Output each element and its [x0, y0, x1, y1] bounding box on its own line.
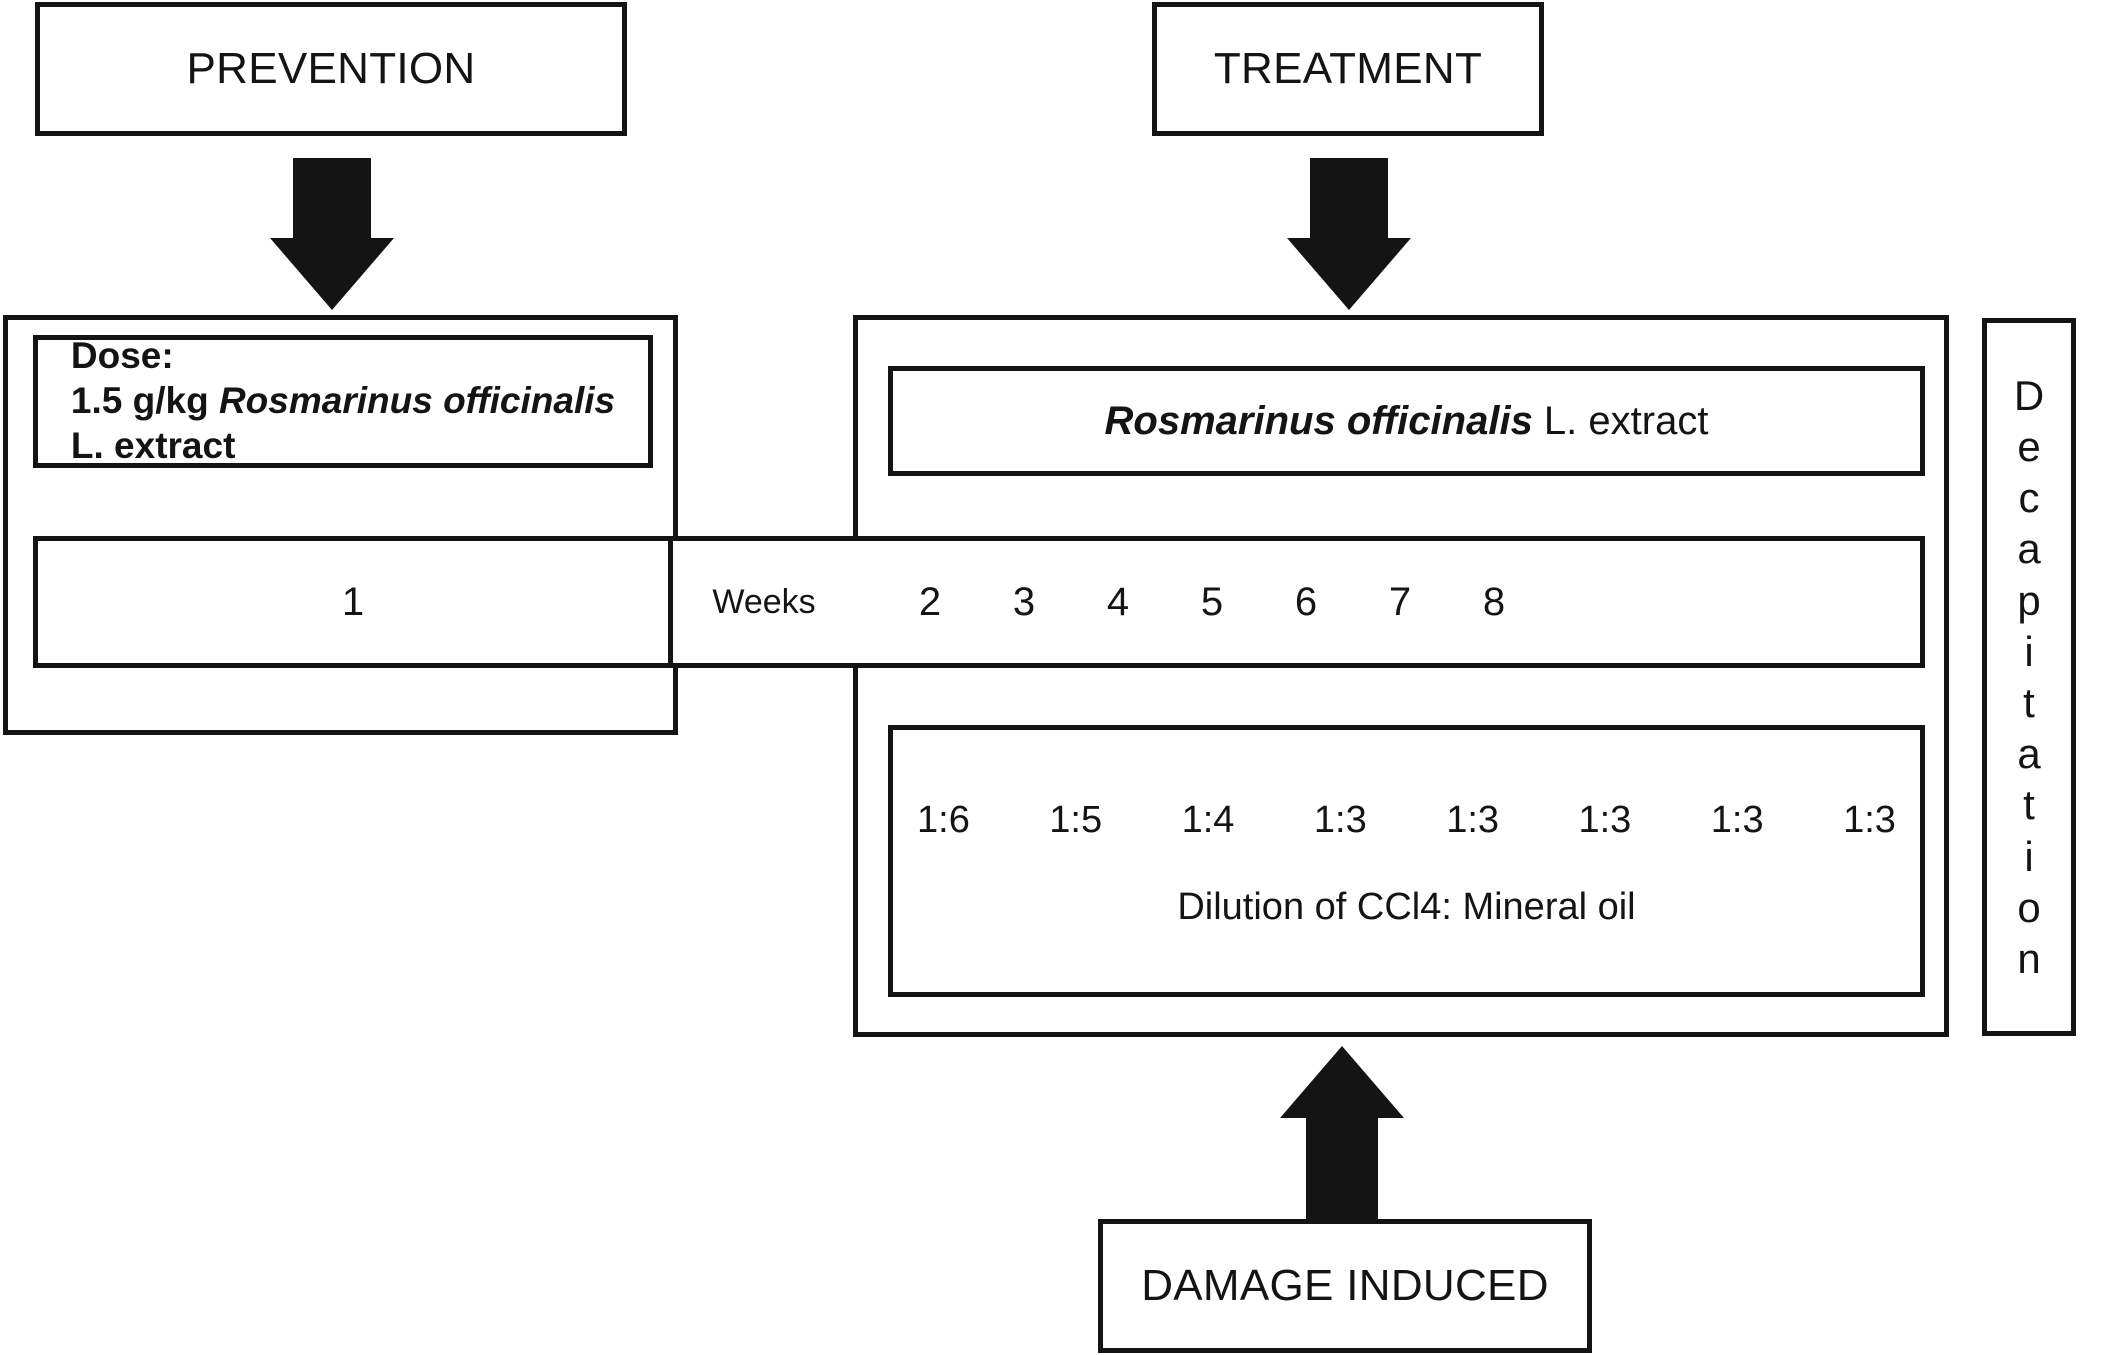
extract-text: Rosmarinus officinalis L. extract — [1105, 399, 1709, 444]
arrow-head — [270, 238, 394, 310]
week-label: 6 — [1294, 579, 1318, 624]
dilution-value: 1:3 — [1313, 799, 1367, 841]
damage-induced-box: DAMAGE INDUCED — [1098, 1219, 1592, 1353]
dilution-value: 1:3 — [1446, 799, 1500, 841]
extract-box: Rosmarinus officinalis L. extract — [888, 366, 1925, 476]
decapitation-letter-a: a — [2017, 525, 2041, 573]
week-label-1: 1 — [341, 579, 365, 624]
dose-suffix: L. extract — [70, 424, 236, 466]
treatment-header-box: TREATMENT — [1152, 2, 1544, 136]
dilution-caption: Dilution of CCl4: Mineral oil — [1177, 886, 1636, 928]
decapitation-box: D e c a p i t a t i o n — [1982, 318, 2076, 1036]
dose-amount: 1.5 g/kg — [70, 380, 219, 422]
extract-species: Rosmarinus officinalis — [1104, 398, 1533, 443]
week-1-box: 1 — [33, 536, 673, 668]
decapitation-letter-e: e — [2017, 422, 2041, 470]
arrow-shaft — [1306, 1118, 1378, 1220]
week-label: 4 — [1106, 579, 1130, 624]
decapitation-letter-c: c — [2018, 474, 2040, 522]
dilution-list: 1:6 1:5 1:4 1:3 1:3 1:3 1:3 1:3 — [893, 799, 1920, 842]
dilution-value: 1:3 — [1578, 799, 1632, 841]
dose-heading: Dose: — [70, 335, 174, 377]
extract-suffix: L. extract — [1532, 398, 1709, 443]
week-label: 3 — [1012, 579, 1036, 624]
decapitation-letter-t: t — [2023, 679, 2035, 726]
week-label: 7 — [1388, 579, 1412, 624]
decapitation-letter-t2: t — [2023, 781, 2035, 829]
weeks-list: 2 3 4 5 6 7 8 — [883, 541, 1541, 663]
dilution-box: 1:6 1:5 1:4 1:3 1:3 1:3 1:3 1:3 Dilution… — [888, 725, 1925, 997]
decapitation-letter-n: n — [2017, 935, 2041, 983]
weeks-axis-label-text: Weeks — [712, 582, 816, 621]
dilution-value: 1:3 — [1843, 799, 1896, 841]
week-label: 2 — [918, 579, 942, 624]
arrow-head — [1280, 1046, 1404, 1118]
decapitation-letter-a2: a — [2017, 730, 2041, 778]
weeks-strip: 2 3 4 5 6 7 8 — [855, 536, 1925, 668]
decapitation-letter-d: D — [2013, 371, 2045, 419]
dose-box: Dose: 1.5 g/kg Rosmarinus officinalis L.… — [33, 335, 653, 468]
week-label: 5 — [1200, 579, 1224, 624]
decapitation-letter-p: p — [2017, 576, 2041, 624]
arrow-head — [1287, 238, 1411, 310]
dilution-value: 1:4 — [1181, 799, 1235, 841]
prevention-title: PREVENTION — [186, 44, 476, 93]
decapitation-letter-i2: i — [2024, 832, 2034, 880]
dilution-value: 1:3 — [1710, 799, 1764, 841]
dose-text: Dose: 1.5 g/kg Rosmarinus officinalis L.… — [71, 334, 615, 468]
prevention-header-box: PREVENTION — [35, 2, 627, 136]
decapitation-letter-o: o — [2017, 883, 2041, 931]
dilution-value: 1:5 — [1049, 799, 1103, 841]
damage-induced-title: DAMAGE INDUCED — [1141, 1261, 1549, 1310]
treatment-title: TREATMENT — [1213, 44, 1483, 93]
decapitation-letter-i: i — [2024, 627, 2034, 675]
dose-species: Rosmarinus officinalis — [218, 380, 616, 422]
weeks-axis-label: Weeks — [673, 536, 855, 668]
dilution-value: 1:6 — [917, 799, 970, 841]
week-label: 8 — [1482, 579, 1506, 624]
